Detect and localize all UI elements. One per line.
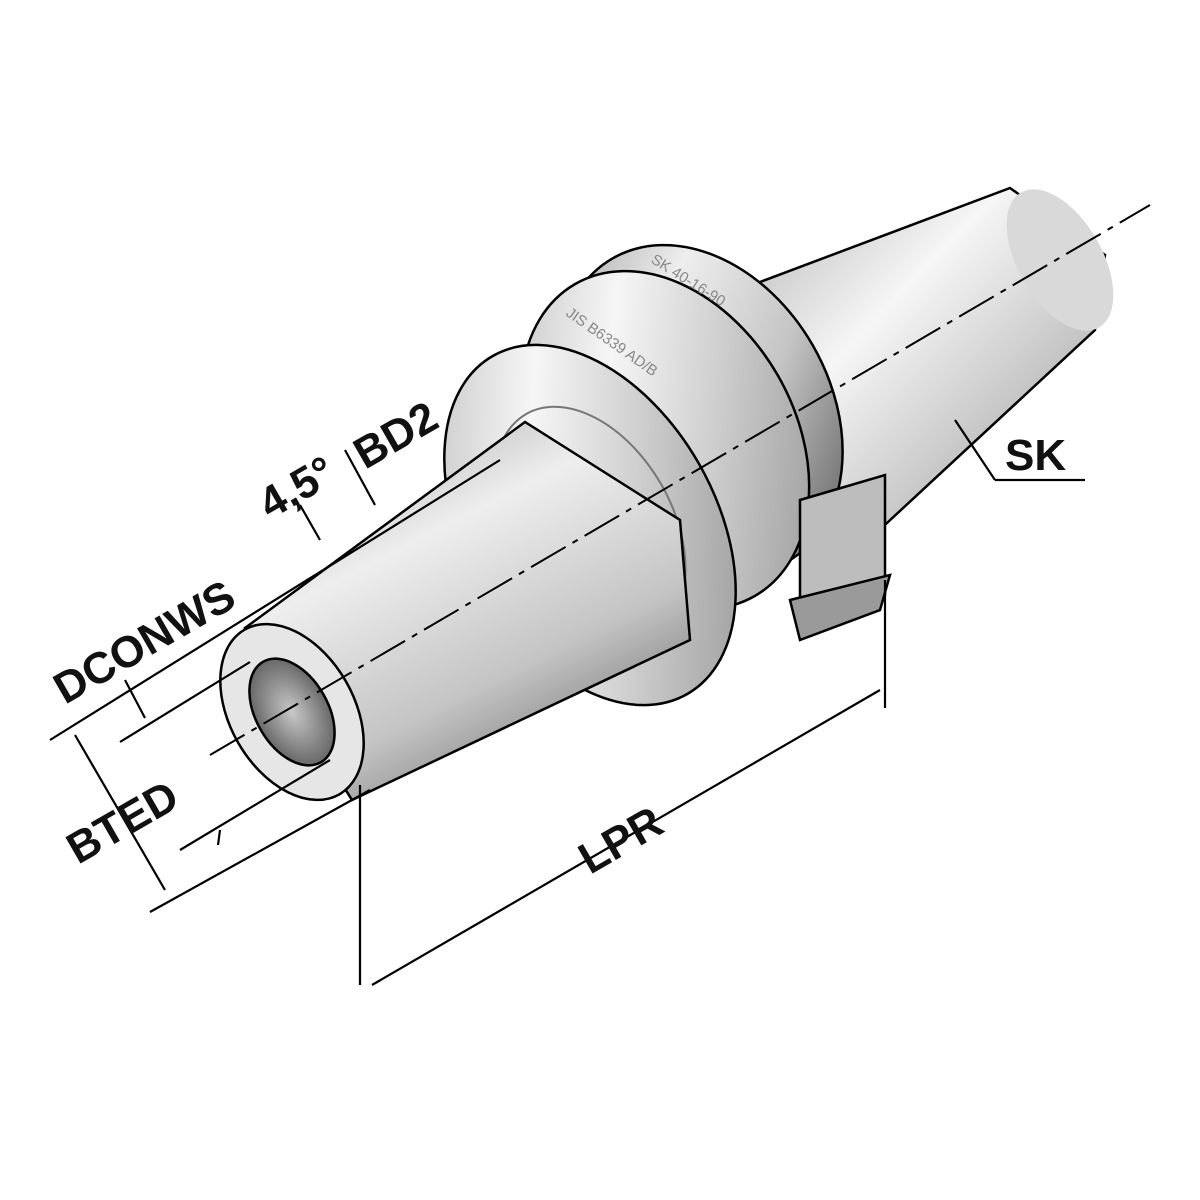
bore — [248, 657, 336, 767]
front-taper — [219, 420, 692, 802]
label-bted: BTED — [59, 771, 187, 873]
dimension-lines — [49, 419, 1085, 986]
label-sk: SK — [1005, 431, 1066, 480]
label-lpr: LPR — [571, 797, 672, 883]
label-dconws: DCONWS — [46, 571, 244, 714]
label-angle: 4,5° — [251, 447, 344, 529]
center-axis — [209, 204, 1151, 756]
label-bd2: BD2 — [346, 392, 447, 478]
